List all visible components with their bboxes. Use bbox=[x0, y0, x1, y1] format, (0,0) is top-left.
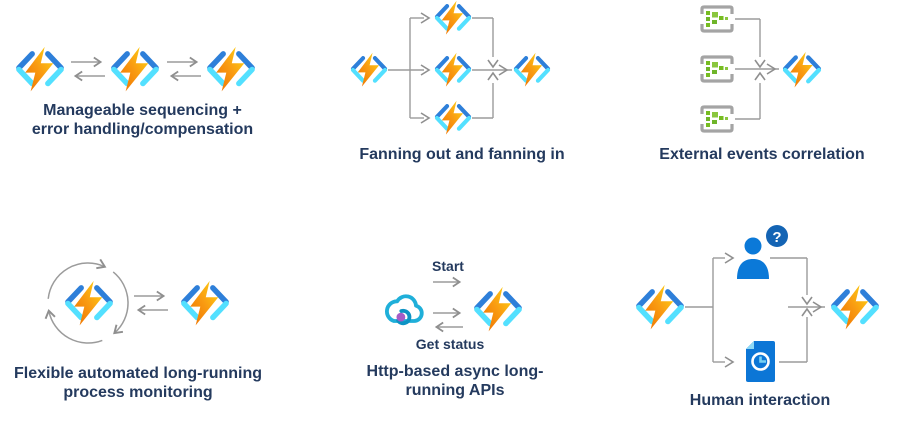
caption-line: Http-based async long- bbox=[366, 363, 544, 380]
arrowheads bbox=[724, 252, 823, 368]
event-source-icon bbox=[700, 105, 734, 133]
cloud-api-icon bbox=[384, 294, 424, 326]
azure-function-icon bbox=[639, 285, 681, 330]
caption-line: Manageable sequencing + bbox=[43, 102, 242, 119]
connector-lines bbox=[388, 17, 512, 119]
azure-function-icon bbox=[516, 53, 548, 87]
azure-function-icon bbox=[437, 1, 469, 35]
caption-line: process monitoring bbox=[63, 384, 213, 401]
external-events-diagram bbox=[700, 5, 819, 133]
azure-function-icon bbox=[114, 47, 156, 92]
fanout-fanin-diagram bbox=[353, 1, 548, 135]
azure-function-icon bbox=[353, 53, 385, 87]
document-clock-icon bbox=[745, 340, 776, 383]
start-label: Start bbox=[432, 258, 464, 274]
arrowheads bbox=[420, 12, 509, 124]
async-http-diagram bbox=[384, 276, 519, 333]
azure-function-icon bbox=[834, 285, 876, 330]
caption-external-events: External events correlation bbox=[659, 146, 865, 163]
cycle-arrows-icon bbox=[44, 258, 129, 344]
human-interaction-diagram: ? bbox=[639, 225, 876, 383]
arrowheads bbox=[754, 59, 777, 81]
azure-function-icon bbox=[477, 287, 519, 332]
caption-monitoring: Flexible automated long-running process … bbox=[13, 364, 263, 402]
person-icon bbox=[737, 237, 769, 279]
azure-function-icon bbox=[68, 281, 110, 326]
azure-function-icon bbox=[210, 47, 252, 92]
question-badge-text: ? bbox=[772, 229, 781, 246]
caption-human-interaction: Human interaction bbox=[689, 392, 831, 409]
event-source-icon bbox=[700, 5, 734, 33]
sequencing-diagram bbox=[19, 47, 252, 92]
caption-line: Flexible automated long-running bbox=[14, 365, 262, 382]
bidirectional-arrows-icon bbox=[71, 56, 201, 82]
azure-function-icon bbox=[437, 101, 469, 135]
caption-fan-out-in: Fanning out and fanning in bbox=[359, 146, 565, 163]
caption-async-http: Http-based async long- running APIs bbox=[330, 362, 580, 400]
bidirectional-arrows-icon bbox=[134, 290, 168, 316]
connector-lines bbox=[685, 257, 825, 363]
azure-function-icon bbox=[785, 52, 819, 88]
bidirectional-arrows-icon bbox=[433, 307, 463, 333]
question-badge-icon: ? bbox=[766, 225, 788, 247]
caption-line: error handling/compensation bbox=[31, 121, 254, 138]
get-status-label: Get status bbox=[415, 336, 485, 352]
connector-lines bbox=[735, 18, 779, 120]
event-source-icon bbox=[700, 55, 734, 83]
azure-function-icon bbox=[184, 281, 226, 326]
monitoring-diagram bbox=[44, 258, 226, 344]
azure-function-icon bbox=[437, 53, 469, 87]
caption-sequencing: Manageable sequencing + error handling/c… bbox=[0, 101, 285, 139]
azure-function-icon bbox=[19, 47, 61, 92]
caption-line: running APIs bbox=[405, 382, 505, 399]
